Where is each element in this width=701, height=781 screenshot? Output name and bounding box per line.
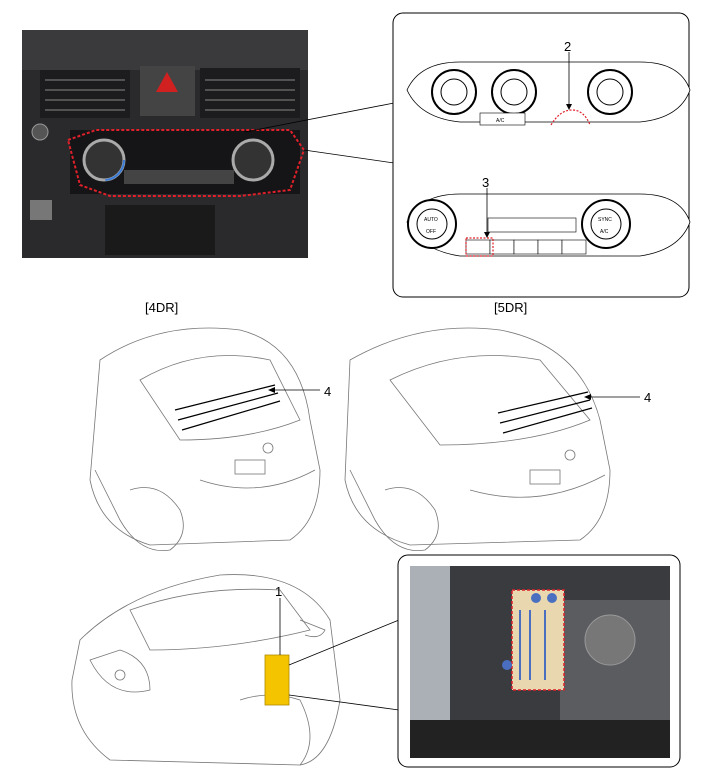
auto-ac-label: A/C <box>600 229 609 235</box>
car-front <box>71 574 341 766</box>
label-5dr: [5DR] <box>494 300 527 315</box>
manual-ac-label: A/C <box>496 118 505 124</box>
dashboard-photo <box>22 30 308 258</box>
climate-panel-callout: A/C 2 AUTO OFF SYNC A/C 3 <box>392 12 691 298</box>
off-label: OFF <box>426 229 436 235</box>
callout-4-4dr: 4 <box>324 384 331 399</box>
highlight-outline <box>66 129 306 197</box>
car-rear-5dr <box>344 327 611 552</box>
sync-label: SYNC <box>598 217 612 223</box>
callout-4-5dr: 4 <box>644 390 651 405</box>
callout-1: 1 <box>275 584 282 599</box>
module-photo-callout <box>397 554 681 768</box>
hazard-icon <box>156 72 178 92</box>
auto-label: AUTO <box>424 217 438 223</box>
label-4dr: [4DR] <box>145 300 178 315</box>
callout-3: 3 <box>482 175 489 190</box>
car-rear-4dr <box>89 327 321 552</box>
callout-2: 2 <box>564 39 571 54</box>
defogger-lines-5dr <box>497 391 593 434</box>
defogger-lines-4dr <box>174 384 281 431</box>
control-module <box>264 654 290 706</box>
